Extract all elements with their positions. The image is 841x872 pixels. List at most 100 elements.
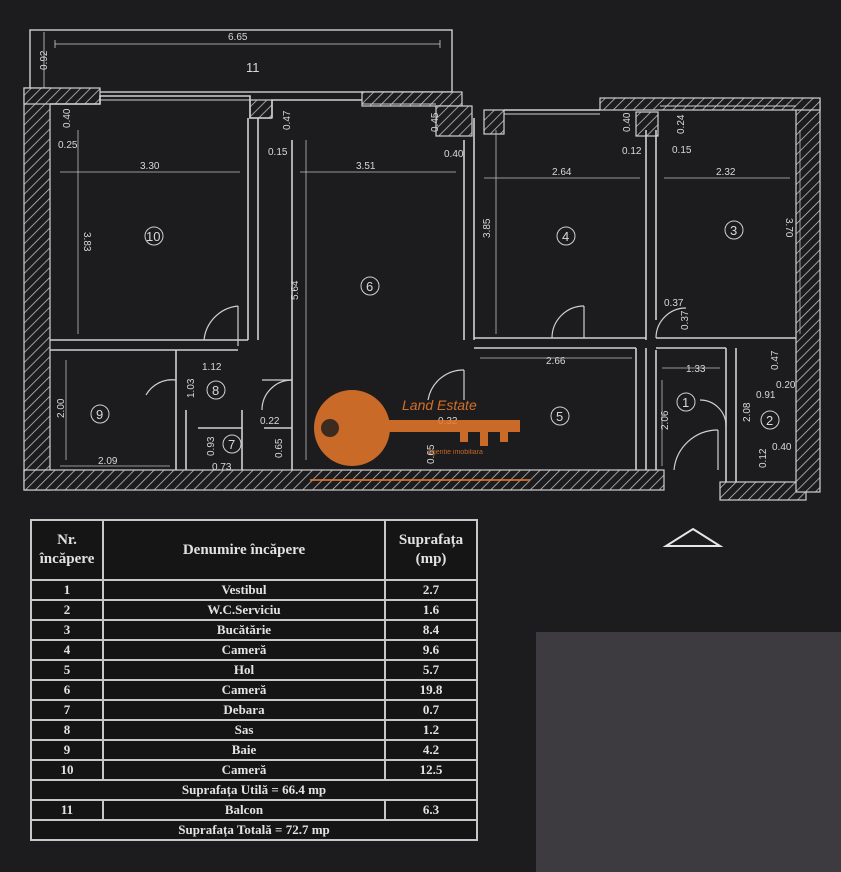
room-number-cell: 9	[30, 739, 104, 761]
interior-walls	[50, 95, 796, 482]
dim-r2-a: 0.47	[770, 350, 781, 370]
room-area-cell: 1.2	[384, 719, 478, 741]
door-arcs	[145, 305, 727, 471]
header-room-number: Nr. încăpere	[30, 519, 104, 581]
room-area-cell: 6.3	[384, 799, 478, 821]
room-area-cell: 1.6	[384, 599, 478, 621]
dim-r5-b: 0.65	[426, 444, 437, 464]
room-number-cell: 11	[30, 799, 104, 821]
dim-r3-width: 2.32	[716, 167, 736, 178]
key-icon	[314, 390, 520, 466]
dim-r6-b: 0.15	[268, 147, 288, 158]
dim-balcony-width: 6.65	[228, 32, 248, 43]
room-area-cell: 5.7	[384, 659, 478, 681]
dim-r6-c: 0.45	[430, 112, 441, 132]
room-number-6: 6	[366, 279, 373, 294]
dim-r5-width: 2.66	[546, 356, 566, 367]
room-number-8: 8	[212, 383, 219, 398]
dim-r2-height: 2.08	[742, 402, 753, 422]
floor-plan: 6.65 0.92 11	[23, 29, 821, 501]
dim-r1-height: 2.06	[660, 410, 671, 430]
dim-r10-b: 0.25	[58, 140, 78, 151]
dim-r10-height: 3.83	[81, 232, 92, 252]
dim-r1-width: 1.33	[686, 364, 706, 375]
room-number-10: 10	[146, 229, 160, 244]
dimension-labels: 3.30 3.83 0.40 0.25 3.51 5.64 0.47 0.15 …	[56, 108, 796, 473]
header-room-name: Denumire încăpere	[102, 519, 386, 581]
useful-area-text: Suprafața Utilă = 66.4 mp	[30, 779, 478, 801]
room-name-cell: Cameră	[102, 759, 386, 781]
room-name-cell: Bucătărie	[102, 619, 386, 641]
dim-r7-height: 0.93	[206, 436, 217, 456]
background-panel	[536, 632, 841, 872]
dim-r8-width: 1.12	[202, 362, 222, 373]
dim-r6-width: 3.51	[356, 161, 376, 172]
room-number-cell: 4	[30, 639, 104, 661]
room-name-cell: W.C.Serviciu	[102, 599, 386, 621]
dim-r3-b: 0.15	[672, 145, 692, 156]
window-marks	[100, 99, 796, 115]
room-name-cell: Baie	[102, 739, 386, 761]
room-number-3: 3	[730, 223, 737, 238]
dim-r4-b: 0.12	[622, 146, 642, 157]
room-area-cell: 12.5	[384, 759, 478, 781]
dim-r6-a: 0.47	[282, 110, 293, 130]
dim-r8-a: 0.22	[260, 416, 280, 427]
dim-r2-c: 0.20	[776, 380, 796, 391]
room-number-1: 1	[682, 395, 689, 410]
dim-r10-a: 0.40	[62, 108, 73, 128]
room-area-cell: 9.6	[384, 639, 478, 661]
dim-r9-height: 2.00	[56, 398, 67, 418]
dim-r3-c: 0.37	[664, 298, 684, 309]
dim-r4-width: 2.64	[552, 167, 572, 178]
room-name-cell: Cameră	[102, 679, 386, 701]
room-number-cell: 7	[30, 699, 104, 721]
room-number-cell: 3	[30, 619, 104, 641]
room-number-cell: 8	[30, 719, 104, 741]
total-area-text: Suprafața Totală = 72.7 mp	[30, 819, 478, 841]
room-number-9: 9	[96, 407, 103, 422]
dim-r6-height: 5.64	[290, 280, 301, 300]
dim-r8-b: 0.65	[274, 438, 285, 458]
dim-r2-e: 0.12	[758, 448, 769, 468]
room-number-cell: 6	[30, 679, 104, 701]
room-number-2: 2	[766, 413, 773, 428]
room-number-cell: 2	[30, 599, 104, 621]
room-number-cell: 10	[30, 759, 104, 781]
useful-area-row: Suprafața Utilă = 66.4 mp	[30, 779, 478, 801]
dim-r7-width: 0.73	[212, 462, 232, 473]
room-name-cell: Cameră	[102, 639, 386, 661]
room-name-cell: Vestibul	[102, 579, 386, 601]
dim-balcony-depth: 0.92	[39, 50, 50, 70]
room-area-table: Nr. încăpere Denumire încăpere Suprafața…	[30, 519, 478, 841]
table-header-row: Nr. încăpere Denumire încăpere Suprafața…	[30, 519, 478, 581]
dim-r9-width: 2.09	[98, 456, 118, 467]
room-area-cell: 4.2	[384, 739, 478, 761]
room-number-7: 7	[228, 437, 235, 452]
room-markers	[90, 220, 780, 454]
logo-tagline: agentie imobiliara	[428, 449, 483, 456]
north-arrow-icon	[662, 527, 724, 547]
room-area-cell: 0.7	[384, 699, 478, 721]
outer-walls	[23, 87, 821, 501]
dimension-lines	[60, 130, 801, 467]
total-area-row: Suprafața Totală = 72.7 mp	[30, 819, 478, 841]
room-name-cell: Debara	[102, 699, 386, 721]
logo-name: Land Estate	[402, 397, 477, 413]
room-area-cell: 19.8	[384, 679, 478, 701]
dim-r8-height: 1.03	[186, 378, 197, 398]
land-estate-logo: Land Estate agentie imobiliara	[310, 390, 530, 481]
room-number-cell: 5	[30, 659, 104, 681]
dim-r3-height: 3.70	[783, 218, 794, 238]
